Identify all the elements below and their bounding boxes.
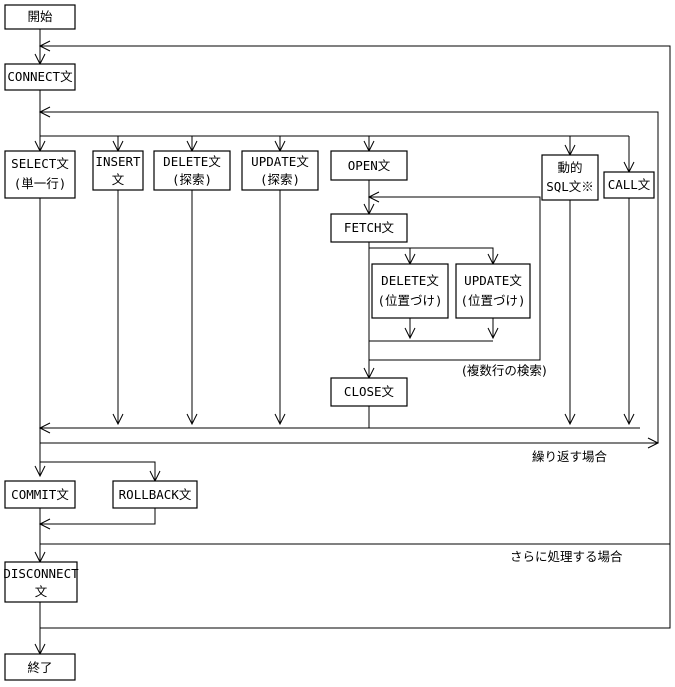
connect-label: CONNECT文 [7, 69, 73, 84]
end-box: 終了 [4, 653, 76, 681]
fetch-label: FETCH文 [344, 220, 395, 235]
delete-pos-label-2: (位置づけ) [377, 293, 442, 308]
start-box: 開始 [4, 4, 76, 30]
dynamic-sql-label-2: SQL文※ [546, 179, 594, 194]
update-pos-label-1: UPDATE文 [464, 273, 522, 288]
delete-search-label-1: DELETE文 [163, 154, 221, 169]
dynamic-sql-box: 動的 SQL文※ [541, 154, 599, 201]
commit-label: COMMIT文 [11, 487, 69, 502]
connect-box: CONNECT文 [4, 63, 76, 91]
fetch-box: FETCH文 [330, 213, 408, 243]
close-label: CLOSE文 [344, 384, 395, 399]
disconnect-label-2: 文 [35, 584, 48, 599]
open-box: OPEN文 [330, 150, 408, 181]
update-search-label-2: (探索) [260, 172, 300, 187]
insert-label-2: 文 [112, 172, 125, 187]
start-label: 開始 [27, 9, 53, 24]
dynamic-sql-label-1: 動的 [557, 160, 582, 175]
multi-row-label: (複数行の検索) [462, 363, 547, 378]
insert-label-1: INSERT [95, 154, 141, 169]
delete-search-box: DELETE文 (探索) [153, 150, 231, 191]
repeat-label: 繰り返す場合 [532, 449, 608, 464]
disconnect-label-1: DISCONNECT [3, 566, 79, 581]
select-label-1: SELECT文 [11, 156, 69, 171]
commit-box: COMMIT文 [4, 480, 76, 509]
rollback-label: ROLLBACK文 [119, 487, 192, 502]
delete-pos-box: DELETE文 (位置づけ) [371, 263, 449, 319]
connectors [39, 29, 671, 654]
delete-search-label-2: (探索) [172, 172, 212, 187]
close-box: CLOSE文 [330, 377, 408, 407]
select-label-2: (単一行) [14, 176, 67, 191]
update-pos-box: UPDATE文 (位置づけ) [455, 263, 531, 319]
update-search-box: UPDATE文 (探索) [241, 150, 319, 191]
delete-pos-label-1: DELETE文 [381, 273, 439, 288]
end-label: 終了 [27, 660, 52, 675]
further-processing-label: さらに処理する場合 [510, 549, 623, 564]
open-label: OPEN文 [348, 158, 391, 173]
update-search-label-1: UPDATE文 [251, 154, 309, 169]
rollback-box: ROLLBACK文 [112, 480, 198, 509]
disconnect-box: DISCONNECT 文 [3, 561, 79, 603]
insert-box: INSERT 文 [92, 150, 144, 191]
call-box: CALL文 [603, 171, 655, 199]
update-pos-label-2: (位置づけ) [460, 293, 525, 308]
select-box: SELECT文 (単一行) [4, 150, 76, 199]
call-label: CALL文 [608, 177, 651, 192]
